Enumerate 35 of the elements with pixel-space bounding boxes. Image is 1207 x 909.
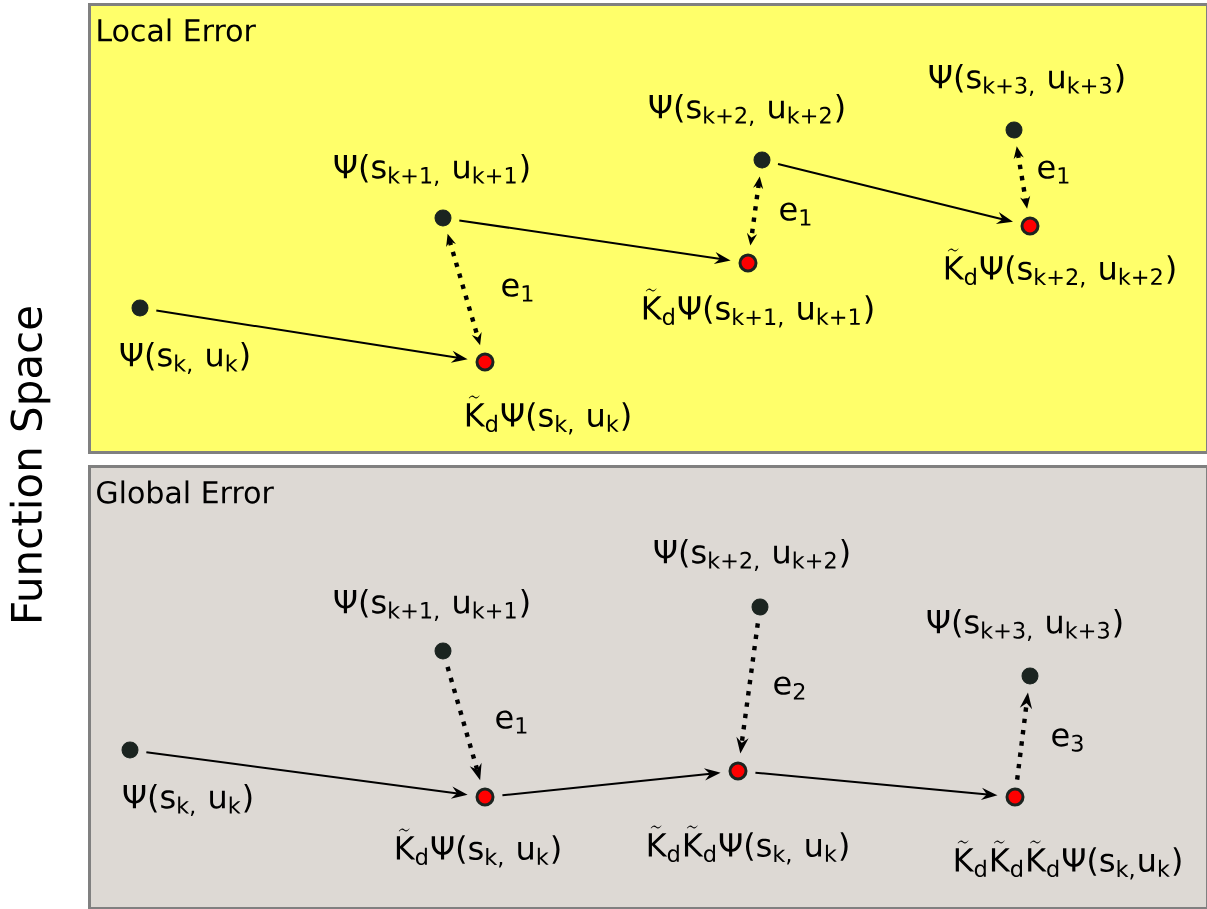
point-label: $\tilde{\text{K}}_{\text{d}}\text{Ψ(s}_{\text{k+1,}}\text{ u}_{\text{k+1}}\text{)}$	[643, 288, 873, 328]
dot	[1005, 787, 1025, 807]
dot	[1021, 667, 1039, 685]
point-label: $\tilde{\text{K}}_{\text{d}}\tilde{\text{K}}_{\text{d}}\tilde{\text{K}}_{\text{d}}\text{Ψ(s}_{\text{k,}}\text{u}_{\text{k}}\text{)}$	[955, 840, 1181, 880]
point-label: $\tilde{\text{K}}_{\text{d}}\tilde{\text{K}}_{\text{d}}\text{Ψ(s}_{\text{k,}}\text{ u}_{\text{k}}\text{)}$	[648, 825, 848, 865]
dot	[751, 598, 769, 616]
point-label: Ψ(s$_{k+3,}$ u$_{k+3}$)	[927, 608, 1122, 642]
dot	[121, 741, 139, 759]
point-label: Ψ(s$_{k+1,}$ u$_{k+1}$)	[334, 153, 529, 187]
point-label: $\tilde{\text{K}}_{\text{d}}\text{Ψ(s}_{\text{k,}}\text{ u}_{\text{k}}\text{)}$	[396, 828, 560, 868]
dot	[434, 642, 452, 660]
dot	[1020, 216, 1040, 236]
edge-label: e$_{1}$	[1038, 160, 1069, 184]
point-label: Ψ(s$_{k+3,}$ u$_{k+3}$)	[929, 63, 1124, 97]
edge-label: e$_{1}$	[780, 202, 811, 226]
axis-title: Function Space	[9, 307, 51, 621]
dot	[475, 352, 495, 372]
dot	[728, 761, 748, 781]
point-label: $\tilde{\text{K}}_{\text{d}}\text{Ψ(s}_{\text{k+2,}}\text{ u}_{\text{k+2}}\text{)}$	[945, 248, 1175, 288]
edge-label: e$_{3}$	[1052, 728, 1083, 752]
dot	[738, 253, 758, 273]
point-label: Ψ(s$_{k,}$ u$_{k}$)	[123, 783, 252, 817]
dot	[434, 209, 452, 227]
edge-label: e$_{2}$	[774, 676, 805, 700]
dot	[753, 151, 771, 169]
point-label: $\tilde{\text{K}}_{\text{d}}\text{Ψ(s}_{\text{k,}}\text{ u}_{\text{k}}\text{)}$	[466, 395, 630, 435]
edge-label: e$_{1}$	[502, 278, 533, 302]
point-label: Ψ(s$_{k+2,}$ u$_{k+2}$)	[649, 93, 844, 127]
dot	[475, 787, 495, 807]
point-label: Ψ(s$_{k,}$ u$_{k}$)	[120, 341, 249, 375]
point-label: Ψ(s$_{k+1,}$ u$_{k+1}$)	[334, 588, 529, 622]
dot	[131, 299, 149, 317]
dot	[1005, 121, 1023, 139]
edge-label: e$_{1}$	[496, 710, 527, 734]
point-label: Ψ(s$_{k+2,}$ u$_{k+2}$)	[654, 538, 849, 572]
